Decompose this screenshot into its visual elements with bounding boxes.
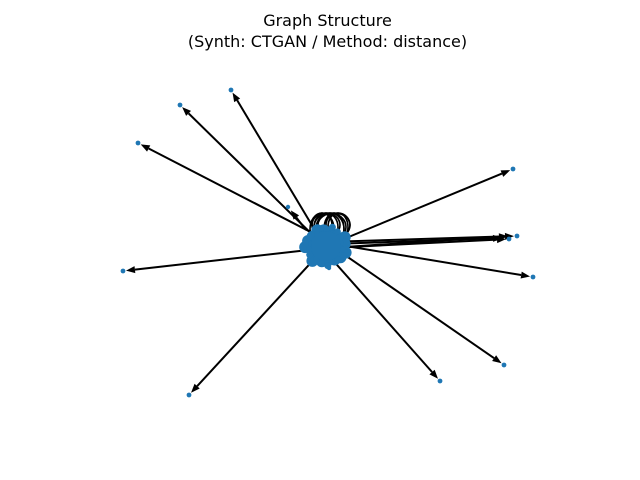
hub-node — [333, 228, 341, 236]
edge-9 — [191, 241, 331, 393]
outer-node-10 — [437, 378, 443, 384]
outer-node-11 — [501, 362, 507, 368]
outer-node-6 — [506, 236, 512, 242]
edge-extra-2 — [329, 233, 509, 249]
outer-node-3 — [135, 140, 141, 146]
outer-node-2 — [177, 102, 183, 108]
outer-node-9 — [186, 392, 192, 398]
edge-1 — [232, 92, 323, 243]
edge-3 — [140, 144, 331, 243]
hub-node — [306, 251, 314, 259]
edge-10 — [321, 247, 439, 379]
title-line-2: (Synth: CTGAN / Method: distance) — [187, 32, 468, 51]
edge-8 — [125, 247, 327, 274]
hub-node — [312, 225, 320, 232]
edge-11 — [325, 241, 502, 364]
outer-node-4 — [510, 166, 516, 172]
hub-core — [311, 231, 341, 261]
edge-7 — [321, 241, 531, 279]
edge-4 — [321, 170, 511, 249]
hub-node — [317, 259, 325, 267]
hub-stray-node — [326, 265, 332, 271]
title-line-1: Graph Structure — [263, 11, 392, 30]
outer-node-1 — [228, 87, 234, 93]
outer-node-7 — [530, 274, 536, 280]
hub-stray-node — [285, 204, 291, 210]
outer-node-8 — [120, 268, 126, 274]
hub-node — [328, 223, 336, 231]
edge-extra-3 — [290, 210, 307, 231]
outer-node-5 — [514, 233, 520, 239]
chart-title: Graph Structure (Synth: CTGAN / Method: … — [0, 10, 640, 52]
